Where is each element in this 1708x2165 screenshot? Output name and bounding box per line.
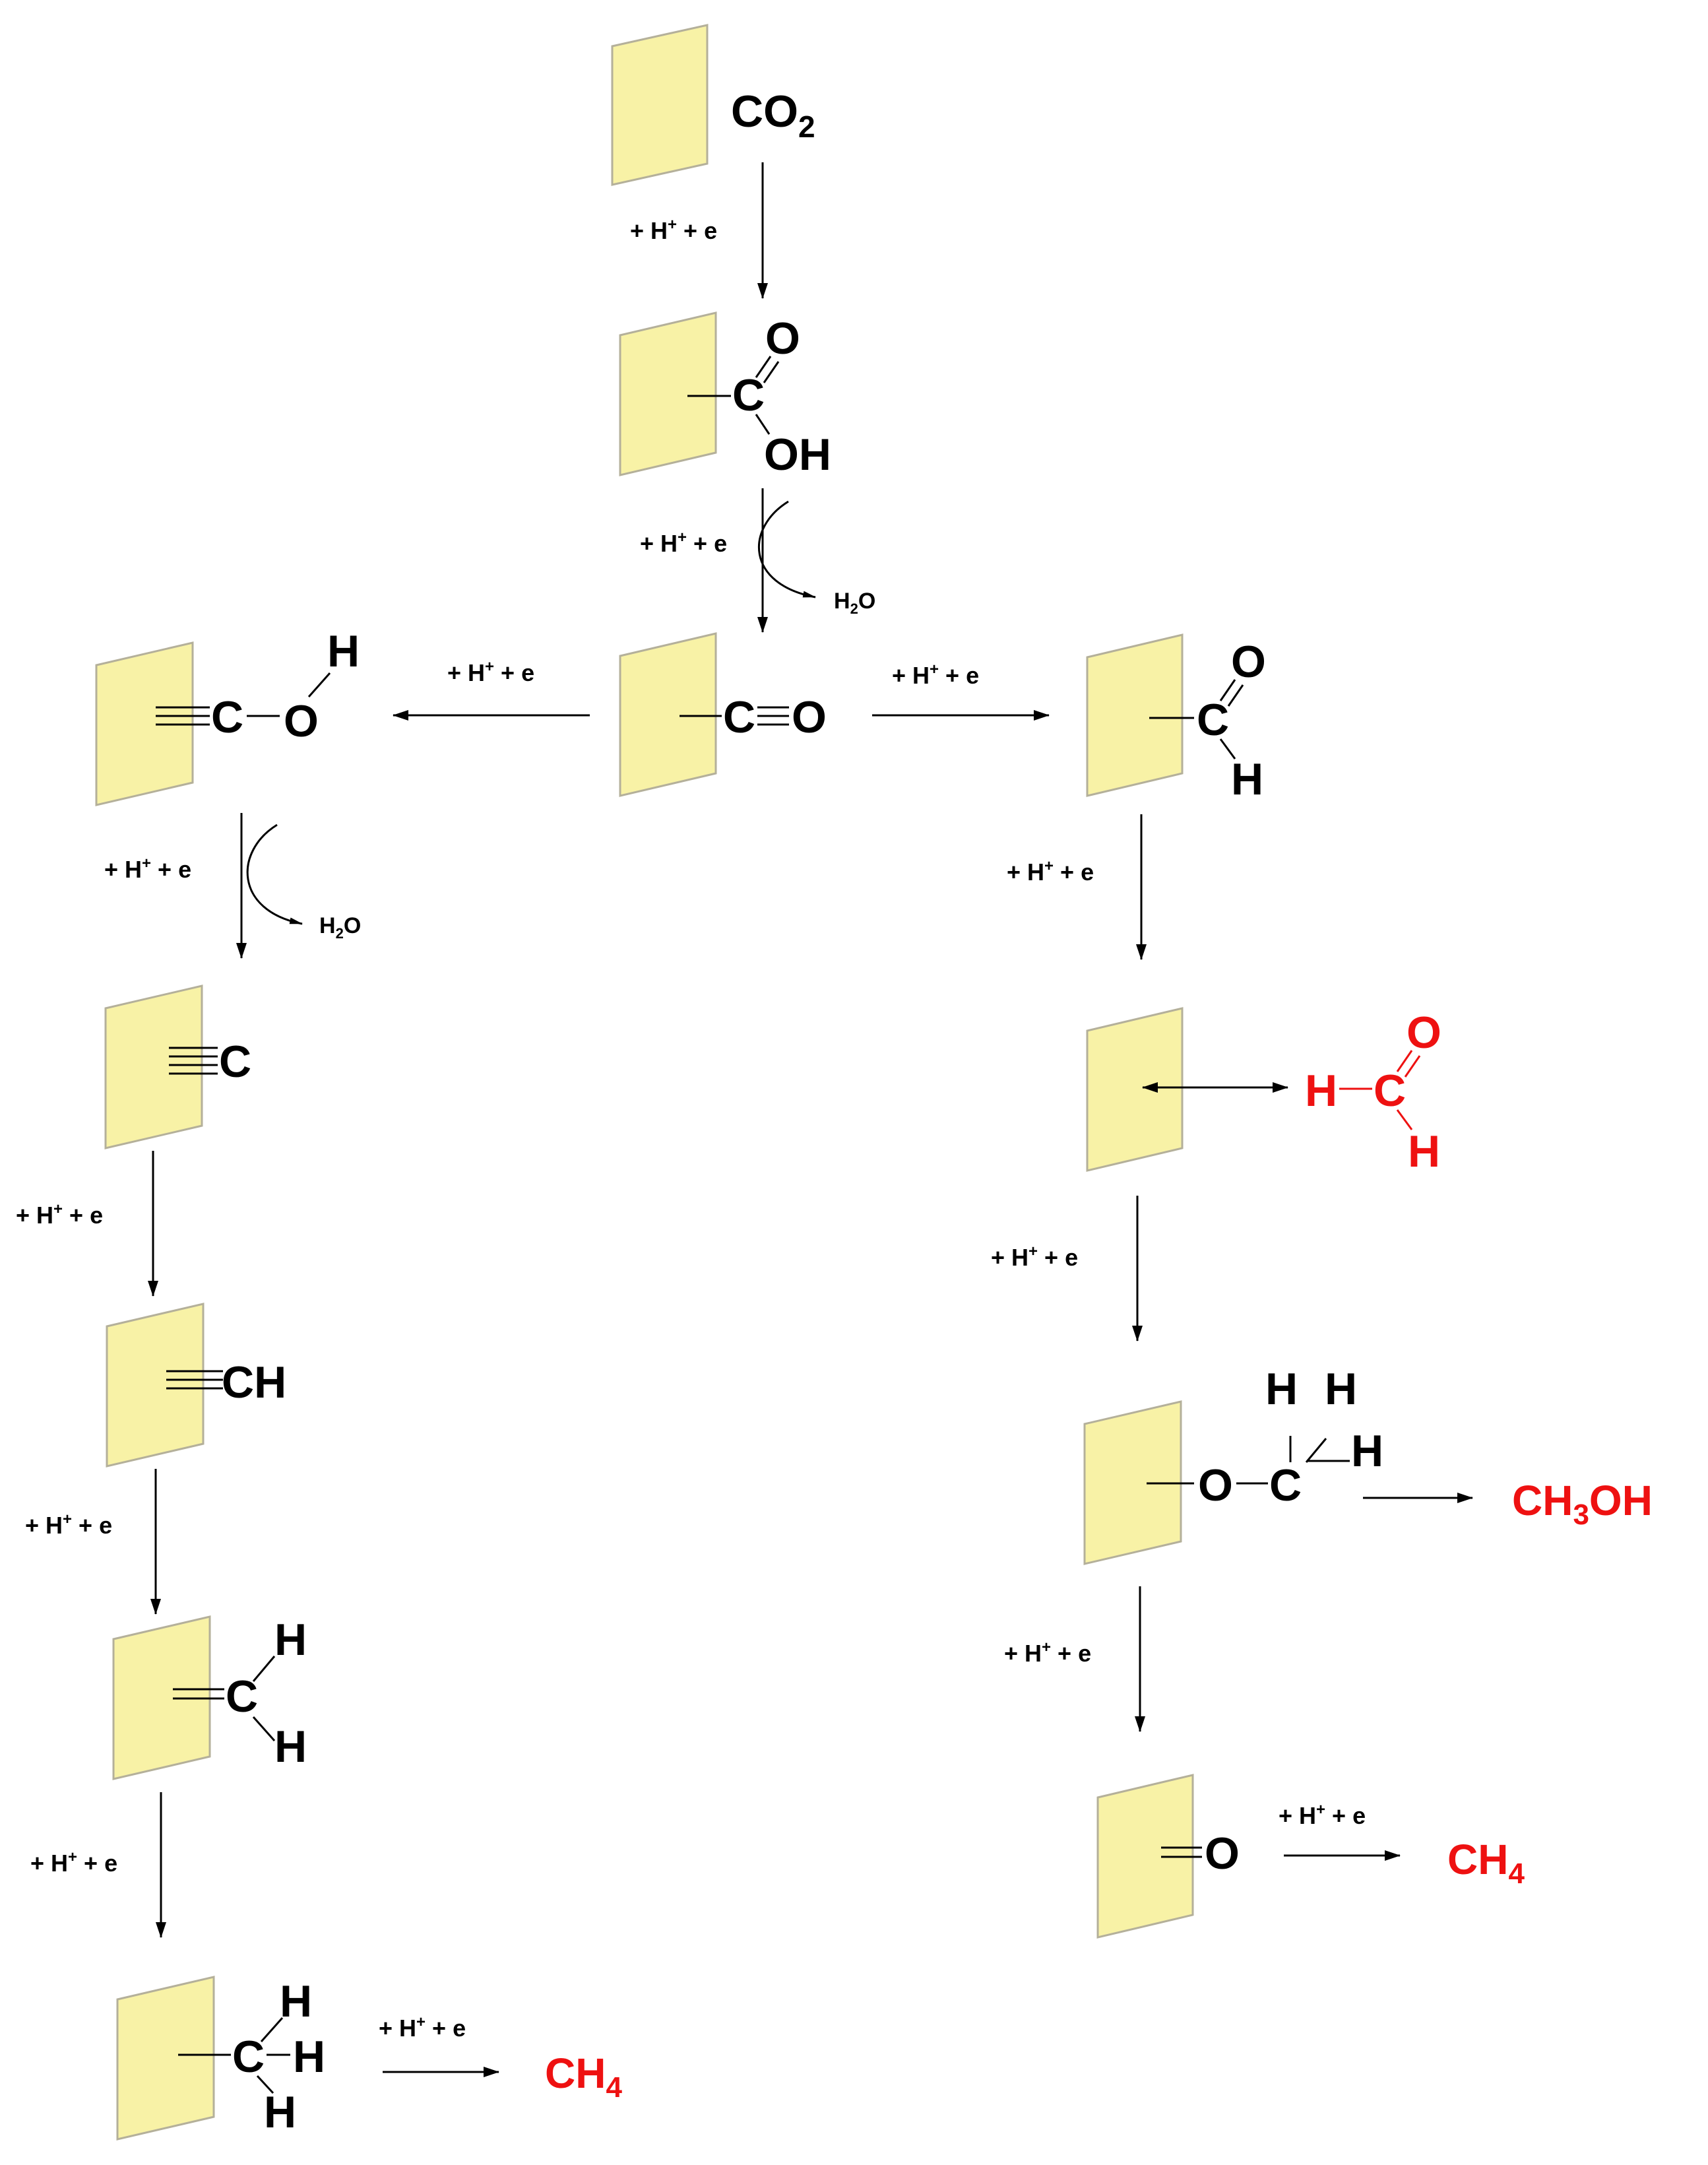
svg-text:C: C: [226, 1671, 258, 1722]
svg-text:H: H: [1351, 1426, 1383, 1476]
svg-text:O: O: [1205, 1828, 1240, 1879]
species-ch3: C H H H: [178, 1976, 325, 2137]
water-product-1: H2O: [834, 589, 875, 617]
catalyst-surface-cooh: [619, 311, 717, 476]
svg-text:H: H: [280, 1976, 312, 2026]
svg-text:H: H: [274, 1615, 307, 1665]
svg-text:O: O: [765, 313, 800, 364]
species-och3: O C H H H: [1147, 1364, 1383, 1510]
svg-text:C: C: [211, 692, 243, 742]
step-label-o-ch4: + H+ + e: [1279, 1801, 1366, 1829]
species-cooh: C O OH: [687, 313, 831, 480]
svg-text:O: O: [1407, 1008, 1441, 1058]
step-label-coh-c: + H+ + e: [104, 855, 191, 883]
svg-text:H: H: [264, 2087, 296, 2137]
svg-text:CO2: CO2: [731, 86, 815, 144]
svg-text:C: C: [1197, 695, 1229, 745]
species-cho: C O H: [1149, 637, 1266, 804]
svg-text:H: H: [1408, 1126, 1440, 1177]
svg-text:O: O: [1198, 1460, 1233, 1510]
species-ch2: C H H: [173, 1615, 307, 1772]
svg-text:C: C: [232, 2032, 265, 2082]
product-methane-right: CH4: [1447, 1836, 1525, 1890]
step-label-ch2-ch3: + H+ + e: [30, 1848, 117, 1877]
svg-text:C: C: [732, 370, 765, 420]
water-loss-arrow-1: [758, 500, 816, 598]
svg-text:H: H: [1305, 1066, 1337, 1116]
species-co2: CO2: [731, 86, 815, 144]
catalyst-surface-coh: [95, 641, 194, 806]
step-label-co2-cooh: + H+ + e: [630, 216, 717, 244]
product-methane-left: CH4: [545, 2050, 622, 2104]
step-label-ch3-ch4: + H+ + e: [379, 2013, 466, 2042]
product-methanol: CH3OH: [1512, 1477, 1653, 1531]
step-label-co-coh: + H+ + e: [447, 658, 534, 686]
svg-text:H: H: [1325, 1364, 1357, 1414]
catalyst-surface-o: [1096, 1774, 1194, 1939]
catalyst-surface-ch3: [116, 1976, 215, 2141]
species-o: O: [1161, 1828, 1240, 1879]
svg-text:C: C: [219, 1037, 251, 1087]
catalyst-surface-hcho: [1086, 1007, 1184, 1172]
catalyst-surface-cho: [1086, 633, 1184, 797]
catalyst-surface-ch: [106, 1303, 205, 1468]
svg-text:H: H: [327, 626, 360, 676]
catalyst-surface-och3: [1083, 1400, 1182, 1565]
step-label-c-ch: + H+ + e: [16, 1200, 103, 1229]
step-label-co-cho: + H+ + e: [892, 661, 979, 689]
step-label-cooh-co: + H+ + e: [640, 529, 727, 557]
species-c: C: [169, 1037, 251, 1087]
svg-text:O: O: [792, 692, 827, 742]
svg-text:C: C: [1374, 1066, 1406, 1116]
svg-text:C: C: [723, 692, 755, 742]
species-co: C O: [680, 692, 827, 742]
water-loss-arrow-2: [246, 824, 303, 925]
catalyst-surface-c: [104, 985, 203, 1149]
svg-text:H: H: [1231, 754, 1263, 804]
step-label-och3-o: + H+ + e: [1004, 1638, 1091, 1667]
catalyst-surface-co2: [611, 24, 709, 186]
step-label-ch-ch2: + H+ + e: [25, 1510, 112, 1539]
svg-text:H: H: [1265, 1364, 1298, 1414]
svg-text:C: C: [1269, 1460, 1302, 1510]
species-coh: C O H: [156, 626, 360, 746]
catalyst-surface-co: [619, 632, 717, 797]
svg-text:H: H: [274, 1722, 307, 1772]
step-label-hcho-och3: + H+ + e: [991, 1243, 1078, 1271]
species-ch: CH: [166, 1357, 286, 1407]
step-label-cho-hcho: + H+ + e: [1007, 857, 1094, 886]
svg-text:H: H: [293, 2032, 325, 2082]
water-product-2: H2O: [319, 913, 361, 942]
catalyst-surface-ch2: [112, 1615, 211, 1780]
svg-text:O: O: [284, 696, 319, 746]
product-formaldehyde: H C O H: [1305, 1008, 1441, 1177]
svg-text:CH: CH: [222, 1357, 286, 1407]
svg-text:OH: OH: [764, 430, 831, 480]
svg-text:O: O: [1231, 637, 1266, 687]
